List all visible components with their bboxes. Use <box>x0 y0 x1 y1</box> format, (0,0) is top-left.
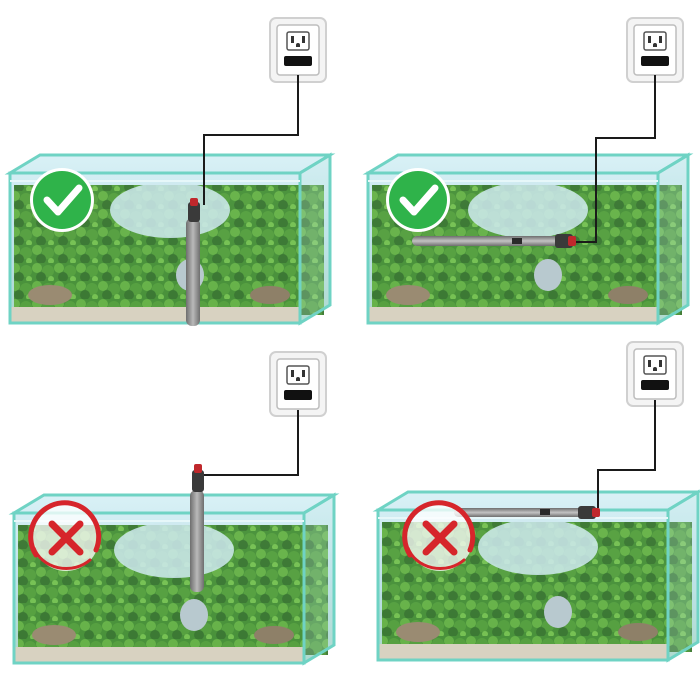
power-cable <box>597 400 656 508</box>
heater <box>186 198 200 326</box>
checkmark-icon <box>386 168 450 232</box>
heater <box>412 234 576 248</box>
power-cable <box>203 75 299 205</box>
panel-top-right <box>366 17 690 325</box>
cross-icon <box>402 500 476 571</box>
power-outlet-icon <box>626 17 684 83</box>
power-outlet-icon <box>269 351 327 417</box>
panel-bottom-left <box>12 351 336 665</box>
heater <box>454 506 600 519</box>
panel-bottom-right <box>376 341 700 662</box>
power-cable <box>575 75 656 243</box>
power-outlet-icon <box>269 17 327 83</box>
heater <box>190 464 204 592</box>
cross-icon <box>28 500 102 571</box>
power-outlet-icon <box>626 341 684 407</box>
panel-top-left <box>8 17 332 326</box>
checkmark-icon <box>30 168 94 232</box>
power-cable <box>202 410 299 476</box>
